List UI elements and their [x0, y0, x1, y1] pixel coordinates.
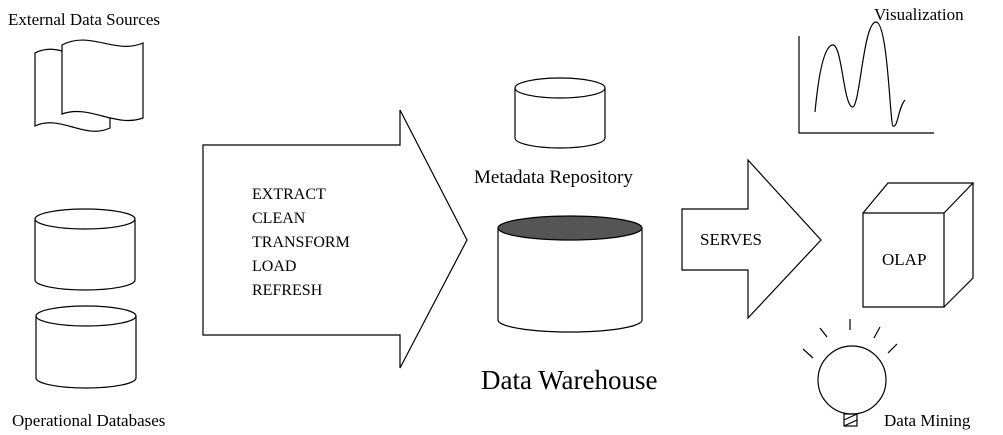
data-warehouse-cylinder — [497, 215, 643, 333]
visualization-icon — [798, 21, 934, 134]
visualization-label: Visualization — [874, 5, 964, 24]
serves-arrow — [681, 158, 822, 320]
operational-db-cylinder-2 — [35, 305, 137, 389]
visualization-curve — [814, 21, 906, 127]
data-warehouse-label: Data Warehouse — [481, 365, 658, 395]
etl-step: EXTRACT — [252, 186, 326, 203]
external-doc-back — [61, 39, 144, 122]
serves-label: SERVES — [700, 230, 762, 249]
etl-steps-list: EXTRACT CLEAN TRANSFORM LOAD REFRESH — [252, 183, 350, 303]
data-mining-bulb-icon — [802, 319, 898, 427]
visualization-axes — [798, 36, 934, 134]
metadata-repository-label: Metadata Repository — [474, 167, 633, 188]
data-warehouse-top — [497, 215, 643, 241]
external-doc-front — [34, 48, 111, 132]
olap-label: OLAP — [882, 250, 927, 269]
etl-arrow — [202, 109, 468, 369]
etl-step: CLEAN — [252, 210, 306, 227]
data-mining-label: Data Mining — [884, 411, 971, 430]
operational-databases-label: Operational Databases — [12, 411, 166, 430]
external-sources-icon — [34, 39, 144, 132]
etl-step: TRANSFORM — [252, 234, 350, 251]
external-sources-label: External Data Sources — [8, 10, 160, 29]
operational-db-cylinder-1 — [34, 208, 136, 291]
etl-step: REFRESH — [252, 282, 323, 299]
etl-step: LOAD — [252, 258, 297, 275]
metadata-repository-cylinder — [514, 77, 606, 149]
olap-cube-icon — [862, 182, 975, 308]
